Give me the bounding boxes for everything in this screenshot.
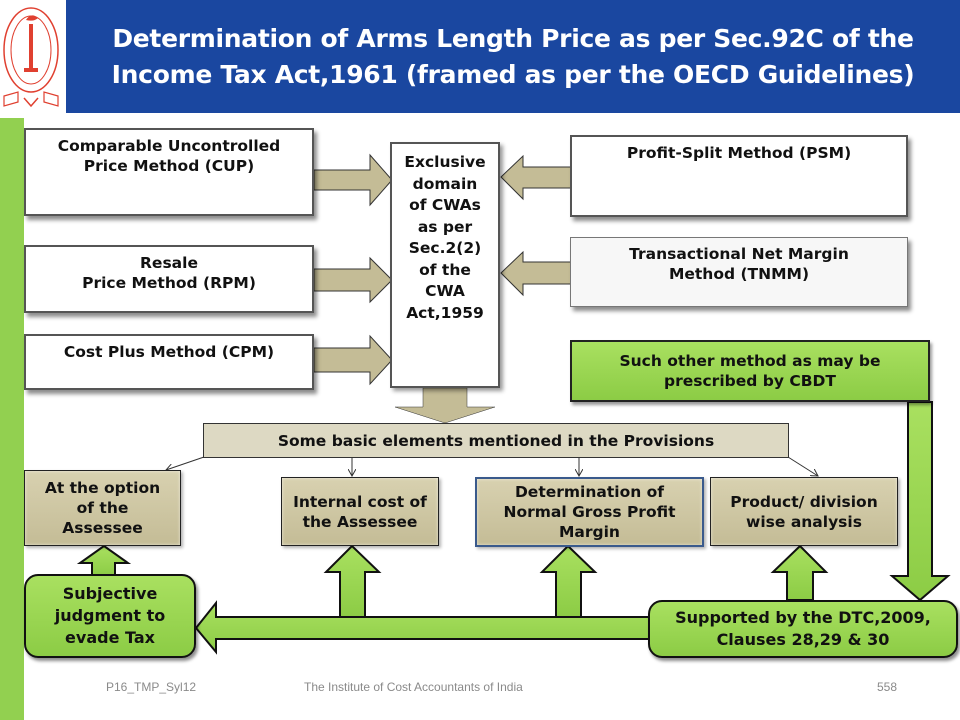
connector-to-option — [166, 456, 205, 470]
method-psm-label: Profit-Split Method (PSM) — [626, 144, 852, 162]
institute-logo — [0, 0, 62, 118]
left-accent-bar — [0, 118, 24, 720]
arrow-cpm-to-center — [313, 334, 393, 386]
dtc-support-box: Supported by the DTC,2009, Clauses 28,29… — [648, 600, 958, 658]
method-psm-box: Profit-Split Method (PSM) — [570, 135, 908, 217]
element-gross-profit-label: Determination of Normal Gross Profit Mar… — [503, 483, 676, 541]
method-cup-label: Comparable Uncontrolled Price Method (CU… — [57, 137, 281, 175]
subjective-judgment-box: Subjective judgment to evade Tax — [24, 574, 196, 658]
arrow-up-to-internal-cost — [323, 544, 382, 618]
footer-code: P16_TMP_Syl12 — [106, 680, 197, 694]
method-tnmm-label: Transactional Net Margin Method (TNMM) — [629, 245, 849, 283]
method-rpm-label: Resale Price Method (RPM) — [82, 254, 256, 292]
arrow-cup-to-center — [313, 153, 393, 207]
basic-elements-bar: Some basic elements mentioned in the Pro… — [203, 423, 789, 458]
arrow-rpm-to-center — [313, 256, 393, 304]
element-option-box: At the option of the Assessee — [24, 470, 181, 546]
exclusive-domain-box: Exclusive domain of CWAs as per Sec.2(2)… — [390, 142, 500, 388]
subjective-judgment-label: Subjective judgment to evade Tax — [54, 584, 166, 647]
method-tnmm-box: Transactional Net Margin Method (TNMM) — [570, 237, 908, 307]
element-gross-profit-box: Determination of Normal Gross Profit Mar… — [475, 477, 704, 547]
element-product-division-box: Product/ division wise analysis — [710, 477, 898, 546]
basic-elements-label: Some basic elements mentioned in the Pro… — [277, 431, 715, 450]
element-internal-cost-box: Internal cost of the Assessee — [281, 477, 439, 546]
footer-institute: The Institute of Cost Accountants of Ind… — [304, 680, 523, 694]
element-product-division-label: Product/ division wise analysis — [730, 492, 878, 531]
title-banner: Determination of Arms Length Price as pe… — [66, 0, 960, 113]
method-cpm-box: Cost Plus Method (CPM) — [24, 334, 314, 390]
dtc-support-label: Supported by the DTC,2009, Clauses 28,29… — [675, 608, 931, 649]
logo-emblem-icon — [3, 7, 59, 108]
method-cbdt-label: Such other method as may be prescribed b… — [619, 352, 881, 390]
arrow-up-to-option — [76, 544, 132, 577]
element-internal-cost-label: Internal cost of the Assessee — [293, 492, 427, 531]
arrow-up-to-product-division — [770, 544, 829, 601]
method-cup-box: Comparable Uncontrolled Price Method (CU… — [24, 128, 314, 216]
arrow-center-to-elements — [394, 387, 496, 424]
method-cbdt-box: Such other method as may be prescribed b… — [570, 340, 930, 402]
arrow-cbdt-to-dtc — [889, 401, 951, 602]
element-option-label: At the option of the Assessee — [44, 479, 161, 537]
exclusive-domain-label: Exclusive domain of CWAs as per Sec.2(2)… — [404, 153, 486, 322]
method-cpm-label: Cost Plus Method (CPM) — [63, 343, 275, 361]
arrow-dtc-to-subjective — [194, 600, 653, 655]
arrow-psm-to-center — [500, 154, 572, 201]
slide-title: Determination of Arms Length Price as pe… — [111, 23, 915, 89]
arrow-up-to-gross-profit — [539, 544, 598, 618]
arrow-tnmm-to-center — [500, 250, 572, 297]
footer-page-number: 558 — [877, 680, 898, 694]
method-rpm-box: Resale Price Method (RPM) — [24, 245, 314, 313]
connector-to-product-division — [787, 456, 818, 476]
